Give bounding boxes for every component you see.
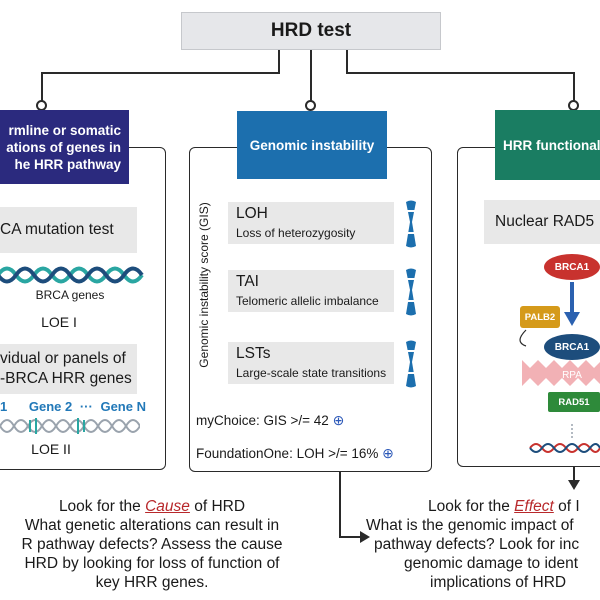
gene-row: 1 Gene 2 ··· Gene N: [0, 399, 150, 414]
cause-heading: Look for the Cause of HRD: [0, 497, 332, 516]
middle-header-label: Genomic instability: [249, 137, 375, 153]
loe2-label: LOE II: [31, 441, 71, 457]
effect-line-4: implications of HRD: [430, 574, 567, 591]
cause-heading-pre: Look for the: [58, 498, 146, 515]
effect-line-3: genomic damage to ident: [404, 555, 579, 572]
brca-genes-label: BRCA genes: [35, 288, 105, 302]
tai-abbr: TAI: [236, 273, 259, 290]
lsts-desc: Large-scale state transitions: [236, 366, 387, 380]
gis-side-label-text: Genomic instability score (GIS): [197, 202, 211, 367]
hrd-test-title: HRD test: [270, 20, 352, 41]
dna-strand-icon: [0, 418, 140, 434]
lsts-abbr: LSTs: [236, 345, 271, 362]
cause-line-4: key HRR genes.: [95, 574, 209, 591]
rad51-label: RAD51: [558, 396, 590, 408]
rad51-node: RAD51: [548, 392, 600, 412]
loh-box: LOH Loss of heterozygosity: [228, 202, 394, 244]
right-header-label: HRR functional: [503, 137, 600, 153]
loe1-label: LOE I: [41, 314, 77, 330]
hrd-test-box: HRD test: [181, 12, 441, 50]
cause-heading-post: of HRD: [189, 498, 246, 515]
chromosome-icon-lsts: [406, 340, 416, 388]
gene-dots: ···: [79, 399, 93, 414]
foundation-row: FoundationOne: LOH >/= 16% ⊕: [196, 445, 394, 462]
rpa-label: RPA: [562, 370, 582, 381]
brca1-top-node: BRCA1: [544, 254, 600, 280]
palb2-label: PALB2: [524, 311, 556, 323]
cause-line-1: What genetic alterations can result in: [24, 517, 280, 534]
effect-emphasis: Effect: [514, 498, 554, 515]
rad51-foci-box: Nuclear RAD5: [484, 200, 600, 244]
gene-n-label: Gene N: [100, 399, 146, 414]
gene-2-label: Gene 2: [28, 399, 73, 414]
dna-helix-icon: [0, 266, 144, 284]
gene-panel-line1: vidual or panels of: [0, 350, 126, 367]
right-header: HRR functional: [495, 110, 600, 180]
effect-line-2: pathway defects? Look for inc: [374, 536, 580, 553]
effect-line-1: What is the genomic impact of: [366, 517, 574, 534]
left-panel: [0, 147, 166, 470]
gis-side-label: Genomic instability score (GIS): [197, 202, 211, 367]
left-header-line3: he HRR pathway: [14, 156, 121, 172]
tai-box: TAI Telomeric allelic imbalance: [228, 270, 394, 312]
brca1-top-label: BRCA1: [554, 261, 590, 273]
plus-circle-icon: ⊕: [382, 445, 394, 461]
connector-dot-middle: [305, 100, 316, 111]
brca1-mid-label: BRCA1: [554, 341, 590, 353]
palb2-node: PALB2: [520, 306, 560, 328]
brca-test-label: CA mutation test: [0, 221, 114, 238]
gene-panel-line2: -BRCA HRR genes: [0, 370, 132, 387]
foundation-label: FoundationOne: LOH >/= 16%: [196, 446, 379, 461]
effect-heading: Look for the Effect of I: [366, 497, 600, 516]
plus-circle-icon: ⊕: [332, 412, 345, 428]
brca1-mid-node: BRCA1: [544, 334, 600, 360]
chromosome-icon-loh: [406, 200, 416, 248]
loh-desc: Loss of heterozygosity: [236, 226, 356, 240]
effect-heading-pre: Look for the: [428, 498, 515, 515]
lsts-box: LSTs Large-scale state transitions: [228, 342, 394, 384]
cause-emphasis: Cause: [145, 498, 190, 515]
left-header-line2: ations of genes in: [6, 139, 121, 155]
cause-line-3: HRD by looking for loss of function of: [24, 555, 280, 572]
mychoice-label: myChoice: GIS >/= 42: [196, 413, 329, 428]
rad51-foci-label: Nuclear RAD5: [495, 213, 595, 230]
brca-test-box: CA mutation test: [0, 207, 137, 253]
left-header-line1: rmline or somatic: [8, 122, 121, 138]
chromosome-icon-tai: [406, 268, 416, 316]
gene-panel-box: vidual or panels of -BRCA HRR genes: [0, 344, 137, 394]
cause-line-2: R pathway defects? Assess the cause: [21, 536, 283, 553]
cause-text-block: Look for the Cause of HRD What genetic a…: [0, 497, 332, 592]
middle-header: Genomic instability: [237, 111, 387, 179]
hrr-pathway-diagram: RPA: [519, 282, 600, 453]
effect-text-block: Look for the Effect of I What is the gen…: [366, 497, 600, 592]
tai-desc: Telomeric allelic imbalance: [236, 294, 379, 308]
left-header: rmline or somatic ations of genes in he …: [0, 110, 129, 184]
mychoice-row: myChoice: GIS >/= 42 ⊕: [196, 412, 344, 429]
effect-heading-post: of I: [553, 498, 580, 515]
loh-abbr: LOH: [236, 205, 268, 222]
gene-1-label: 1: [0, 399, 8, 414]
